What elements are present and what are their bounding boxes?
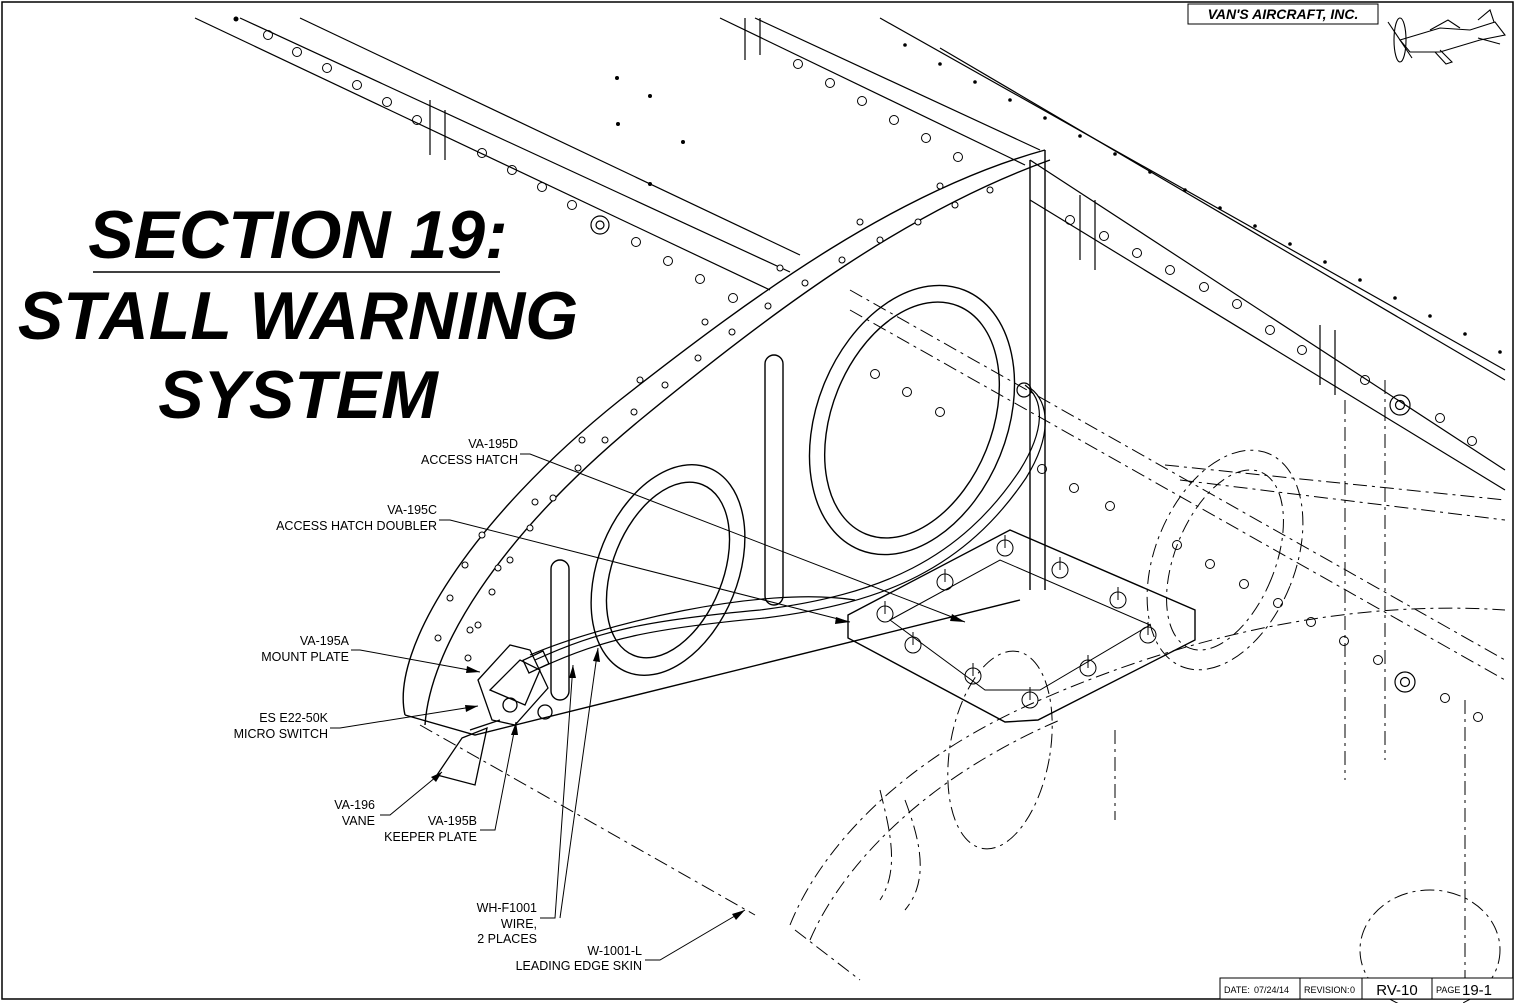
callouts: VA-195D ACCESS HATCH VA-195C ACCESS HATC… — [234, 437, 966, 973]
callout-va-195c-line-1: VA-195C — [387, 503, 437, 517]
callout-va-195a: VA-195A MOUNT PLATE — [261, 634, 481, 673]
revision-label: REVISION: — [1304, 985, 1350, 995]
callout-w-1001-l-line-2: LEADING EDGE SKIN — [516, 959, 642, 973]
title-line-3: SYSTEM — [158, 357, 439, 433]
leading-edge-rib — [402, 149, 1051, 736]
page-value: 19-1 — [1462, 982, 1492, 999]
section-title: SECTION 19: STALL WARNING SYSTEM — [18, 197, 578, 433]
rivet-holes-upper — [263, 30, 1483, 722]
model-value: RV-10 — [1376, 982, 1417, 999]
callout-w-1001-l: W-1001-L LEADING EDGE SKIN — [516, 909, 746, 973]
callout-va-195b-line-2: KEEPER PLATE — [384, 830, 477, 844]
callout-va-195c-line-2: ACCESS HATCH DOUBLER — [276, 519, 437, 533]
callout-va-196-line-1: VA-196 — [334, 798, 375, 812]
callout-wh-f1001-line-1: WH-F1001 — [477, 901, 537, 915]
callout-wh-f1001-line-3: 2 PLACES — [477, 932, 537, 946]
callout-va-195a-line-2: MOUNT PLATE — [261, 650, 349, 664]
callout-es-e22-50k: ES E22-50K MICRO SWITCH — [234, 705, 479, 741]
company-box — [1187, 3, 1379, 25]
airplane-logo-icon — [1387, 9, 1506, 65]
vane-assembly — [435, 644, 553, 786]
wing-drawing — [194, 16, 1506, 1003]
callout-wh-f1001: WH-F1001 WIRE, 2 PLACES — [477, 647, 600, 946]
revision-value: 0 — [1350, 985, 1355, 995]
title-line-1: SECTION 19: — [88, 197, 507, 273]
company-block: VAN'S AIRCRAFT, INC. — [1187, 3, 1506, 65]
date-label: DATE: — [1224, 985, 1250, 995]
callout-es-e22-50k-line-2: MICRO SWITCH — [234, 727, 328, 741]
callout-va-195d-line-1: VA-195D — [468, 437, 518, 451]
phantom-lower-structure — [419, 289, 1506, 1003]
title-block: DATE: 07/24/14 REVISION: 0 RV-10 PAGE 19… — [1219, 977, 1514, 1000]
callout-va-195a-line-1: VA-195A — [300, 634, 350, 648]
callout-va-195b: VA-195B KEEPER PLATE — [384, 721, 518, 844]
access-hatch-plate — [847, 529, 1196, 723]
callout-es-e22-50k-line-1: ES E22-50K — [259, 711, 328, 725]
callout-wh-f1001-line-2: WIRE, — [501, 917, 537, 931]
date-value: 07/24/14 — [1254, 985, 1289, 995]
callout-w-1001-l-line-1: W-1001-L — [587, 944, 642, 958]
nutplates — [590, 215, 1416, 693]
callout-va-195d: VA-195D ACCESS HATCH — [421, 437, 966, 623]
callout-va-195d-line-2: ACCESS HATCH — [421, 453, 518, 467]
company-name: VAN'S AIRCRAFT, INC. — [1208, 6, 1359, 22]
title-line-2: STALL WARNING — [18, 278, 578, 354]
callout-va-196-line-2: VANE — [342, 814, 375, 828]
page-label: PAGE — [1436, 985, 1460, 995]
callout-va-195c: VA-195C ACCESS HATCH DOUBLER — [276, 503, 851, 624]
callout-va-195b-line-1: VA-195B — [428, 814, 477, 828]
main-spar-flange — [194, 17, 1506, 491]
callout-va-196: VA-196 VANE — [334, 771, 443, 828]
rivet-dots — [233, 16, 1502, 354]
wiring — [529, 384, 1046, 669]
